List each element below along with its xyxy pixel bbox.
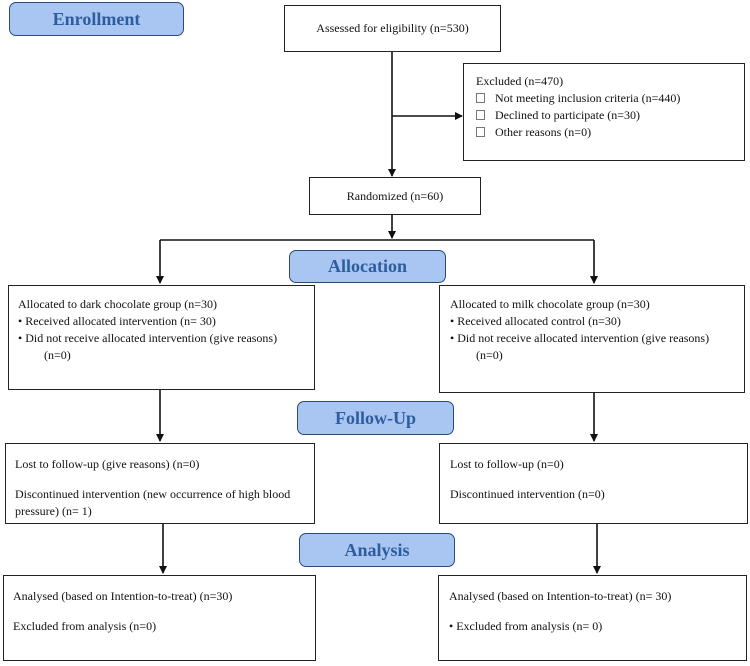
- left-followup-discontinued-cont: pressure) (n= 1): [15, 504, 92, 518]
- stage-follow-up-text: Follow-Up: [335, 407, 416, 428]
- left-analysis-box: Analysed (based on Intention-to-treat) (…: [3, 575, 316, 661]
- excluded-title: Excluded (n=470): [476, 74, 564, 88]
- checkbox-icon: [476, 93, 485, 103]
- excluded-reason-item: Declined to participate (n=30): [476, 107, 744, 124]
- right-analysis-analysed: Analysed (based on Intention-to-treat) (…: [449, 589, 672, 603]
- checkbox-icon: [476, 127, 485, 137]
- stage-enrollment-text: Enrollment: [52, 8, 141, 29]
- left-analysis-excluded: Excluded from analysis (n=0): [13, 619, 157, 633]
- stage-allocation-text: Allocation: [328, 256, 407, 276]
- right-allocation-not-received: • Did not receive allocated intervention…: [450, 331, 710, 345]
- excluded-box: Excluded (n=470) Not meeting inclusion c…: [463, 63, 745, 161]
- left-followup-lost: Lost to follow-up (give reasons) (n=0): [15, 457, 200, 471]
- stage-enrollment-label: Enrollment: [9, 2, 184, 36]
- right-followup-lost: Lost to follow-up (n=0): [450, 457, 564, 471]
- right-followup-box: Lost to follow-up (n=0) Discontinued int…: [439, 443, 748, 524]
- randomized-text: Randomized (n=60): [346, 188, 444, 203]
- left-allocation-title: Allocated to dark chocolate group (n=30): [18, 297, 218, 311]
- left-followup-box: Lost to follow-up (give reasons) (n=0) D…: [5, 443, 315, 524]
- right-allocation-received: • Received allocated control (n=30): [450, 314, 621, 328]
- excluded-reason-text: Declined to participate (n=30): [495, 108, 641, 122]
- left-allocation-not-received-n: (n=0): [44, 348, 71, 362]
- excluded-reason-item: Other reasons (n=0): [476, 124, 744, 141]
- excluded-reason-text: Other reasons (n=0): [495, 125, 592, 139]
- stage-analysis-label: Analysis: [299, 533, 455, 567]
- right-allocation-title: Allocated to milk chocolate group (n=30): [450, 297, 650, 311]
- left-analysis-analysed: Analysed (based on Intention-to-treat) (…: [13, 589, 233, 603]
- checkbox-icon: [476, 110, 485, 120]
- assessed-text: Assessed for eligibility (n=530): [316, 21, 469, 35]
- excluded-reason-text: Not meeting inclusion criteria (n=440): [495, 91, 681, 105]
- excluded-reason-item: Not meeting inclusion criteria (n=440): [476, 90, 744, 107]
- left-allocation-received: • Received allocated intervention (n= 30…: [18, 314, 216, 328]
- left-followup-discontinued: Discontinued intervention (new occurrenc…: [15, 487, 291, 501]
- right-followup-discontinued: Discontinued intervention (n=0): [450, 487, 605, 501]
- stage-analysis-text: Analysis: [344, 539, 410, 560]
- stage-follow-up-label: Follow-Up: [297, 401, 454, 435]
- stage-allocation-label: Allocation: [289, 250, 446, 283]
- right-analysis-box: Analysed (based on Intention-to-treat) (…: [438, 575, 747, 661]
- right-allocation-box: Allocated to milk chocolate group (n=30)…: [439, 285, 745, 393]
- left-allocation-not-received: • Did not receive allocated intervention…: [18, 331, 278, 345]
- left-allocation-box: Allocated to dark chocolate group (n=30)…: [8, 285, 315, 390]
- right-analysis-excluded: • Excluded from analysis (n= 0): [449, 619, 603, 633]
- assessed-box: Assessed for eligibility (n=530): [284, 5, 501, 52]
- right-allocation-not-received-n: (n=0): [476, 348, 503, 362]
- randomized-box: Randomized (n=60): [309, 177, 481, 215]
